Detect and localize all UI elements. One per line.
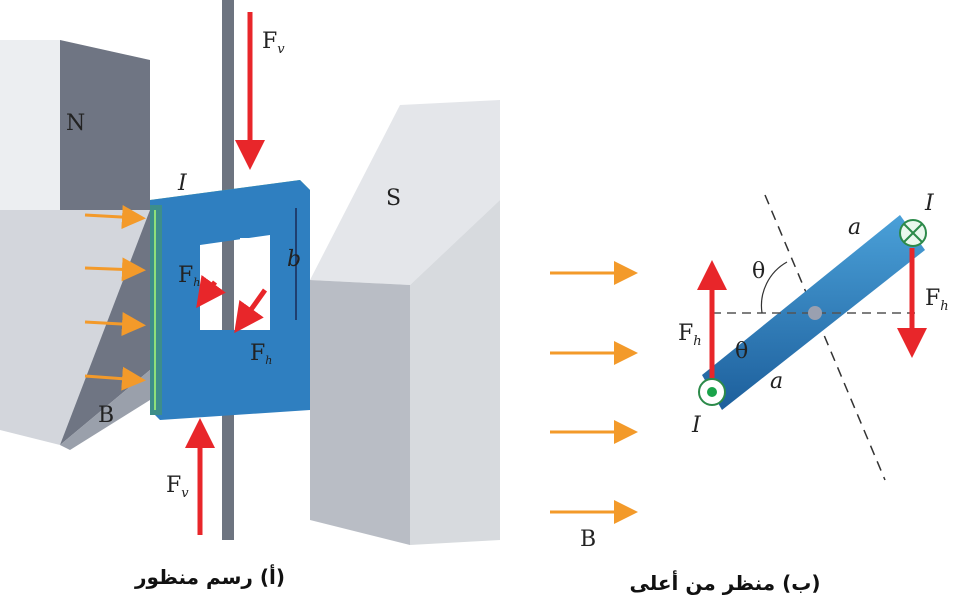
current-in-icon — [899, 219, 927, 247]
force-left-label: Fh — [678, 321, 702, 349]
current-out-dot-icon — [707, 387, 717, 397]
force-vertical-bottom-label: Fv — [166, 473, 189, 501]
side-b-label: b — [287, 247, 301, 272]
angle-label: θ — [752, 259, 765, 284]
perspective-view: N S B Fv Fv Fh Fh I b (أ) رسم منظور — [0, 0, 500, 589]
normal-line — [764, 194, 886, 481]
current-bottom-label: I — [691, 413, 702, 438]
top-view: B θ θ a a I I Fh Fh (ب) منظر من أعلى — [550, 191, 949, 595]
top-view-caption: (ب) منظر من أعلى — [629, 569, 820, 595]
north-magnet — [0, 40, 150, 450]
axis-point — [808, 306, 822, 320]
south-magnet — [310, 100, 500, 545]
force-h-left-label: Fh — [178, 263, 200, 289]
force-right-label: Fh — [925, 286, 949, 314]
side-a-bottom-label: a — [770, 369, 783, 394]
angle-label-lower: θ — [735, 339, 748, 364]
field-arrows — [84, 205, 146, 391]
current-label: I — [177, 171, 188, 196]
field-arrows-top-view — [550, 261, 638, 524]
current-top-label: I — [924, 191, 935, 216]
north-label: N — [66, 111, 85, 136]
field-label: B — [98, 403, 114, 428]
force-vertical-top-label: Fv — [262, 29, 285, 57]
force-h-right-label: Fh — [250, 341, 272, 367]
south-label: S — [386, 186, 401, 211]
rotation-axle — [222, 0, 234, 540]
force-arrows — [185, 12, 268, 535]
angle-arc — [760, 261, 788, 314]
side-a-top-label: a — [848, 215, 861, 240]
field-label-top-view: B — [580, 527, 596, 552]
perspective-caption: (أ) رسم منظور — [134, 563, 285, 589]
